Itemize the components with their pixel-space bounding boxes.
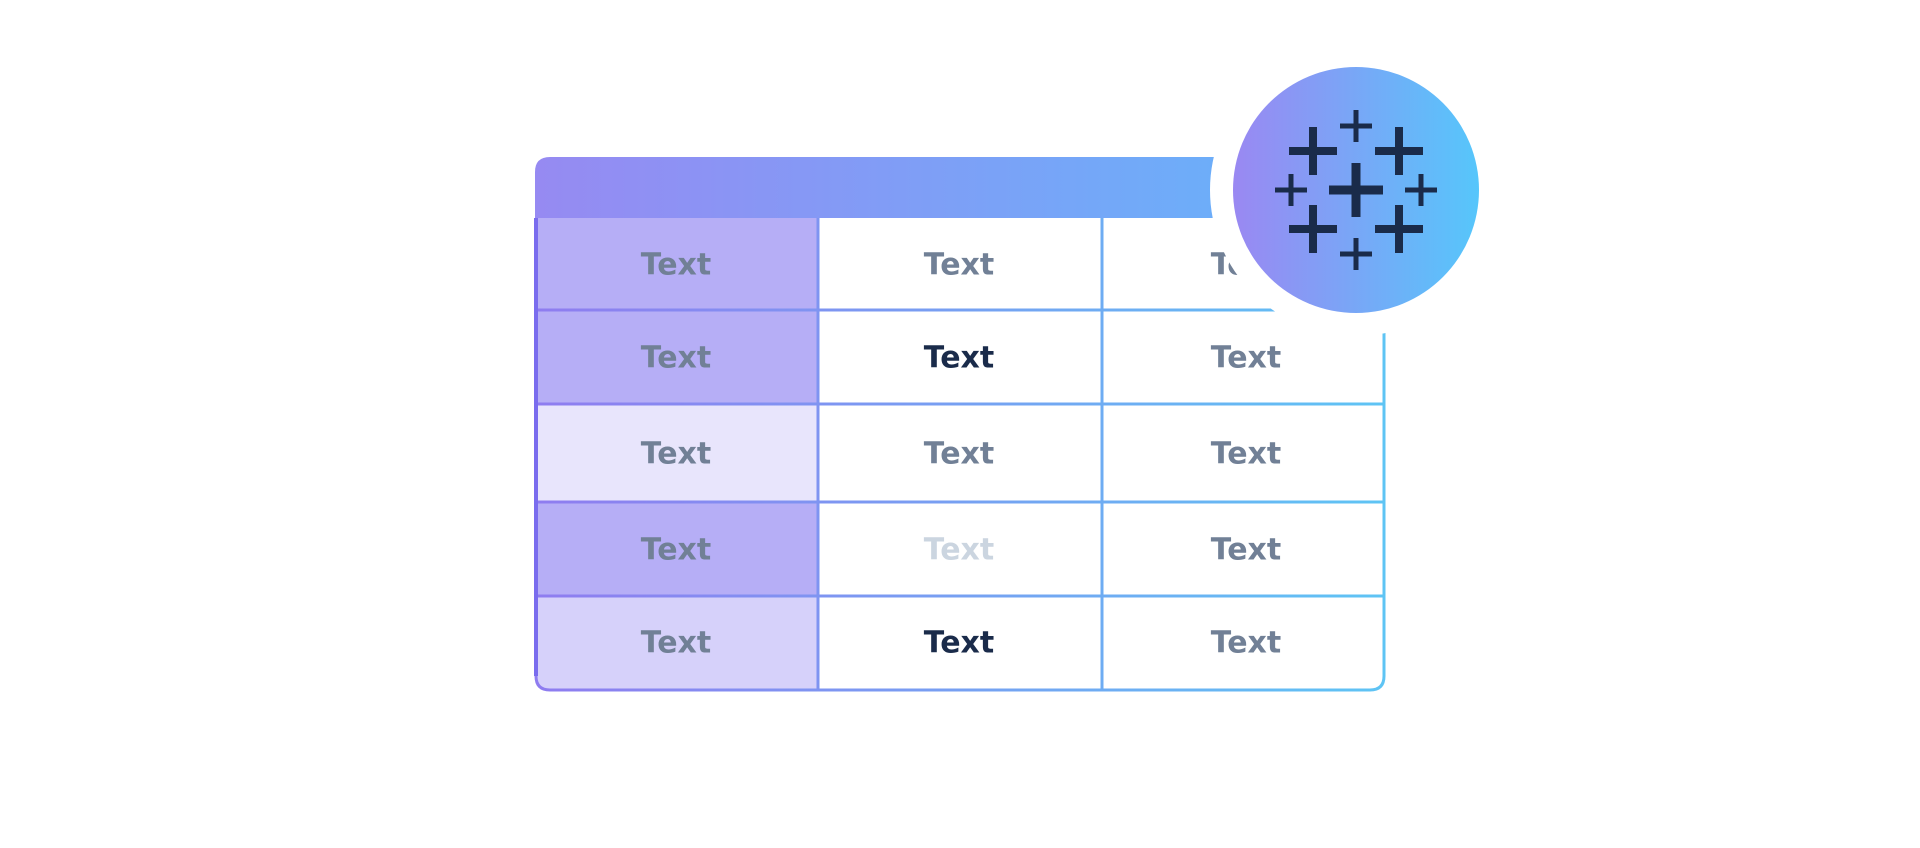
table-outer-border bbox=[534, 218, 1386, 692]
table-cell-text: Text bbox=[641, 626, 712, 661]
table-cell-text: Text bbox=[924, 437, 995, 472]
first-column-cell bbox=[536, 404, 818, 502]
table-cell-text: Text bbox=[924, 248, 995, 283]
table-cell-text: Text bbox=[1211, 341, 1282, 376]
tableau-logo-badge bbox=[1210, 44, 1502, 336]
tableau-plus-cluster-icon bbox=[1275, 110, 1437, 270]
table-cell-text: Text bbox=[641, 437, 712, 472]
first-column-cell bbox=[536, 310, 818, 404]
table-cell-text: Text bbox=[641, 533, 712, 568]
table-cell-text: Text bbox=[924, 533, 995, 568]
first-column-cell bbox=[536, 596, 818, 690]
table-cell-text: Text bbox=[924, 626, 995, 661]
table-cell-text: Text bbox=[1211, 626, 1282, 661]
table-cell-text: Text bbox=[1211, 437, 1282, 472]
table-cell-text: Text bbox=[641, 341, 712, 376]
first-column-cell bbox=[536, 502, 818, 596]
table-cell-text: Text bbox=[641, 248, 712, 283]
table-header-bar bbox=[535, 157, 1380, 218]
first-column-cell bbox=[536, 218, 818, 310]
table-cell-text: Text bbox=[924, 341, 995, 376]
table-cell-text: Text bbox=[1211, 533, 1282, 568]
